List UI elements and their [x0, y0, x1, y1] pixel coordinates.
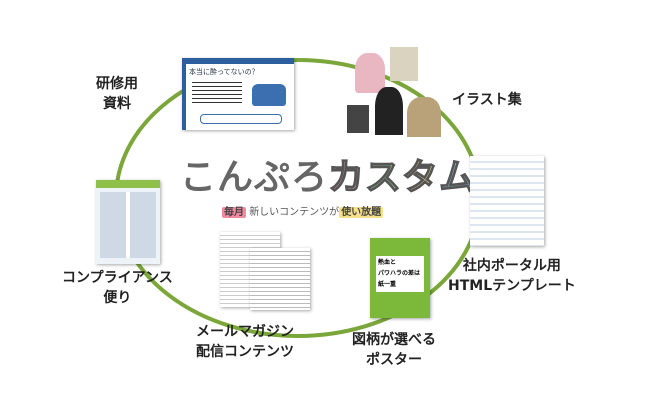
portal-template-thumbnail: [470, 156, 544, 246]
tagline-badge-unlimited: 使い放題: [339, 207, 384, 218]
item-compliance-letter: コンプライアンス便り: [62, 268, 173, 308]
tagline: 毎月 新しいコンテンツが使い放題: [222, 203, 384, 218]
item-newsletter: メールマガジン配信コンテンツ: [196, 322, 294, 362]
tagline-badge-monthly: 毎月: [222, 207, 246, 218]
label-line: ポスター: [366, 352, 422, 368]
label-line: 図柄が選べる: [352, 332, 436, 348]
training-slide-thumbnail: 本当に酔ってないの？: [182, 58, 294, 130]
item-poster: 図柄が選べるポスター: [352, 330, 436, 370]
poster-line-3: 紙一重: [378, 281, 397, 288]
tagline-text: 新しいコンテンツが: [249, 207, 340, 218]
logo: こんぷろカスタム: [180, 148, 476, 200]
label-line: コンプライアンス: [62, 270, 173, 286]
compliance-newsletter-thumbnail: [96, 180, 160, 264]
logo-accent-char: タ: [401, 156, 440, 199]
poster-thumbnail: 熱血と パワハラの差は 紙一重: [370, 238, 430, 318]
label-line: 配信コンテンツ: [196, 344, 294, 360]
label-line: メールマガジン: [196, 324, 294, 340]
label-line: 研修用: [96, 76, 138, 92]
label-line: 便り: [103, 290, 132, 306]
item-training-materials: 研修用資料: [96, 74, 138, 114]
label-line: HTMLテンプレート: [448, 278, 576, 294]
newsletter-doc-2: [250, 248, 310, 310]
slide-title: 本当に酔ってないの？: [189, 68, 259, 76]
label-line: 資料: [103, 96, 131, 112]
poster-line-1: 熱血と: [378, 259, 397, 266]
item-illustrations: イラスト集: [452, 90, 522, 110]
logo-text: こんぷろ: [180, 157, 329, 198]
logo-accent-char: カ: [327, 156, 366, 199]
poster-line-2: パワハラの差は: [378, 270, 420, 277]
item-portal-template: 社内ポータル用 HTMLテンプレート: [448, 256, 576, 296]
illustration-collage: [345, 45, 445, 140]
label-line: 社内ポータル用: [462, 258, 561, 274]
logo-accent-char: ス: [364, 156, 403, 199]
logo-accent: カスタム: [327, 148, 477, 200]
logo-accent-char: ム: [438, 156, 477, 199]
label-line: イラスト集: [452, 92, 522, 108]
